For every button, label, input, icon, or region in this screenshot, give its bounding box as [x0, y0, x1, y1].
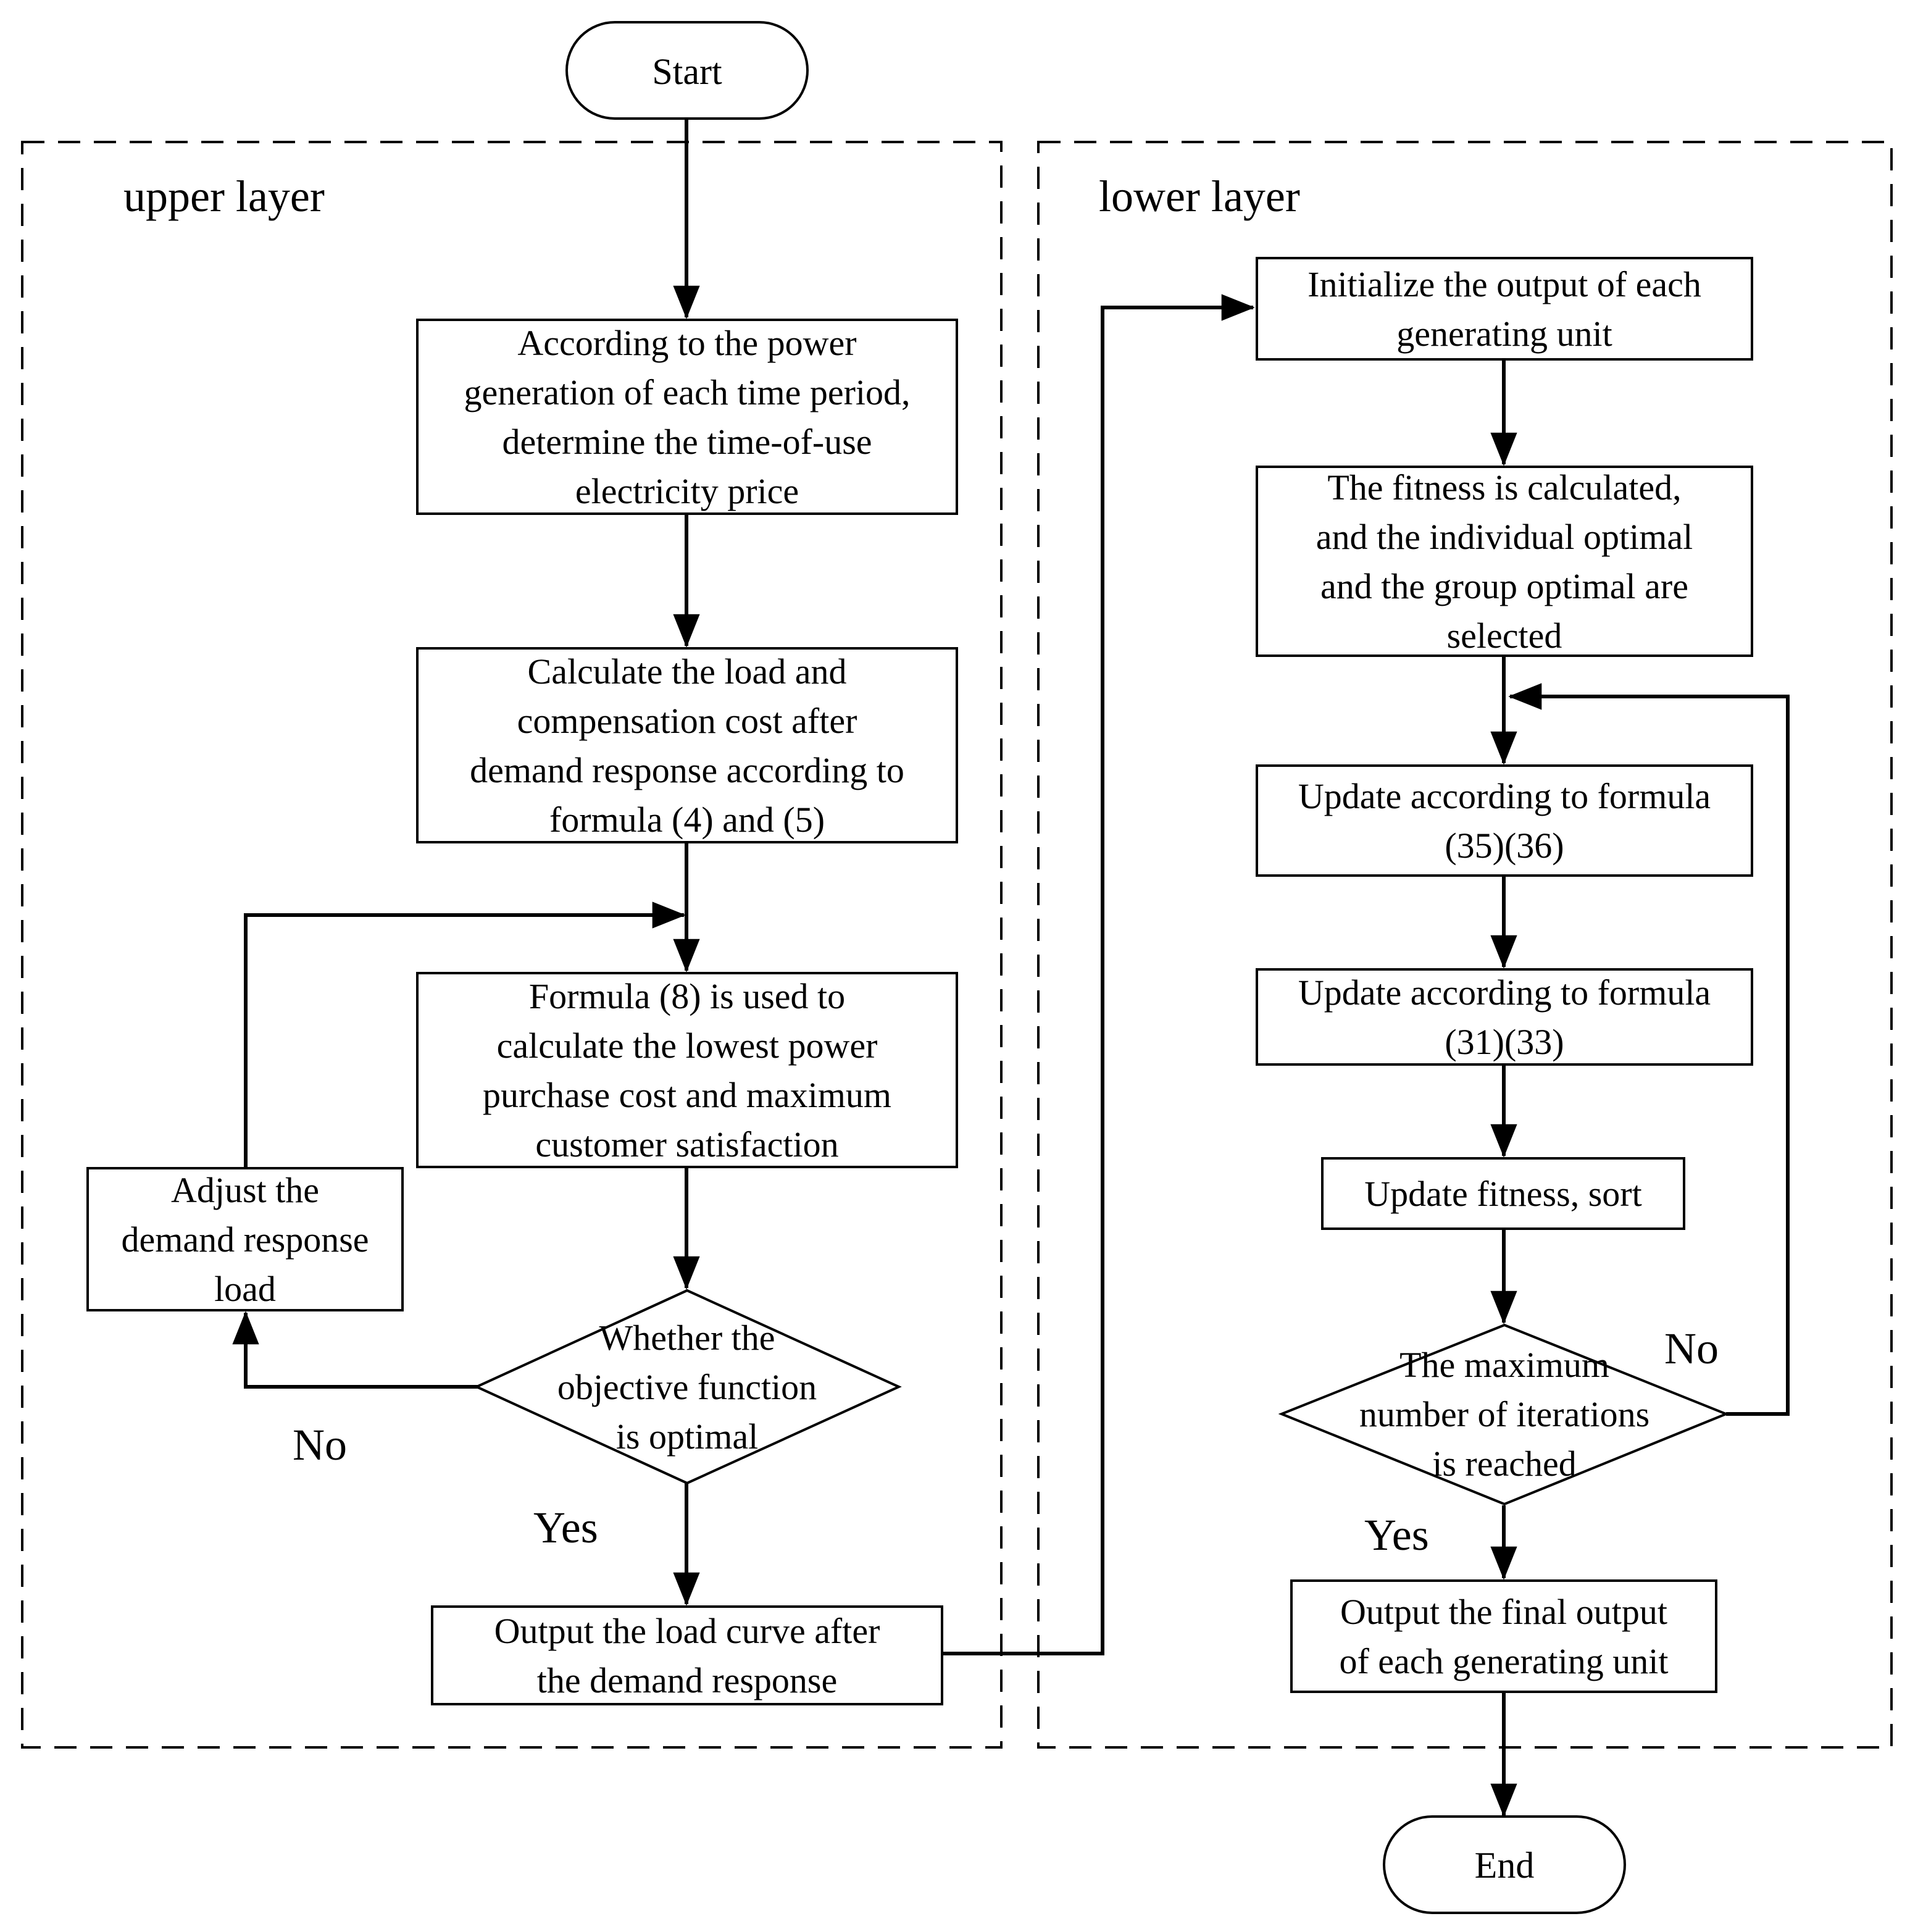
text-line: According to the power [517, 323, 856, 363]
text-line: formula (4) and (5) [549, 800, 825, 840]
lower-layer-container [1037, 141, 1893, 1749]
connectors [232, 119, 1790, 1817]
arrow-adjust-loop-back [244, 901, 686, 1167]
start-terminal: Start [565, 21, 809, 120]
text-line: Formula (8) is used to [529, 976, 845, 1016]
text-line: compensation cost after [517, 701, 857, 741]
box-output-final-output [1290, 1579, 1717, 1693]
upper-layer-title: upper layer [123, 172, 325, 221]
text-line: and the individual optimal [1316, 517, 1693, 557]
decision-max-iterations [1278, 1323, 1730, 1506]
arrow-output-to-lower-init [942, 294, 1255, 1655]
text-line: number of iterations [1359, 1394, 1649, 1434]
text-line: Update according to formula [1298, 972, 1711, 1013]
text-line: demand response [121, 1219, 369, 1260]
box-time-of-use-price [416, 319, 958, 515]
text-line: Update according to formula [1298, 776, 1711, 816]
text-line: load [214, 1269, 276, 1309]
text-line: determine the time-of-use [502, 422, 872, 462]
text-line: is reached [1432, 1444, 1576, 1484]
box-fitness-calculated-text: The fitness is calculated, and the indivi… [1316, 467, 1693, 656]
text-line: the demand response [537, 1660, 837, 1700]
text-line: Output the load curve after [494, 1611, 880, 1651]
text-line: (31)(33) [1445, 1022, 1564, 1062]
lower-yes-label: Yes [1364, 1510, 1429, 1560]
decision-max-iterations-text: The maximum number of iterations is reache… [1359, 1345, 1649, 1484]
arrow-decision-no-to-adjust [232, 1311, 478, 1389]
text-line: Update fitness, sort [1364, 1174, 1641, 1214]
start-label: Start [652, 51, 722, 92]
box-time-of-use-price-text: According to the power generation of each… [464, 323, 910, 511]
lower-layer-title: lower layer [1099, 172, 1300, 221]
text-line: and the group optimal are [1320, 566, 1688, 606]
box-lowest-cost-satisfaction-text: Formula (8) is used to calculate the lowe… [483, 976, 891, 1165]
box-output-load-curve [431, 1605, 943, 1705]
text-line: objective function [557, 1367, 817, 1407]
text-line: generating unit [1396, 314, 1612, 354]
text-line: electricity price [575, 471, 799, 511]
text-line: demand response according to [470, 750, 904, 790]
arrow-decision-no-loop-back [1508, 683, 1790, 1416]
end-label: End [1475, 1845, 1535, 1886]
box-update-fitness-sort [1321, 1157, 1685, 1230]
box-adjust-demand-response [86, 1167, 404, 1311]
box-update-formula-35-36-text: Update according to formula (35)(36) [1298, 776, 1711, 866]
upper-no-label: No [293, 1420, 347, 1470]
end-terminal: End [1383, 1815, 1626, 1914]
text-line: generation of each time period, [464, 372, 910, 412]
text-line: (35)(36) [1445, 826, 1564, 866]
text-line: Calculate the load and [528, 651, 847, 692]
decision-objective-optimal-text: Whether the objective function is optimal [557, 1318, 817, 1457]
box-adjust-demand-response-text: Adjust the demand response load [121, 1170, 369, 1309]
text-line: Output the final output [1340, 1592, 1667, 1632]
decision-objective-optimal [473, 1289, 902, 1485]
box-load-compensation-cost [416, 647, 958, 843]
lower-no-label: No [1664, 1324, 1719, 1373]
text-line: Adjust the [171, 1170, 319, 1210]
text-line: is optimal [616, 1416, 758, 1457]
box-initialize-output-text: Initialize the output of each generating … [1307, 264, 1701, 354]
text-line: The fitness is calculated, [1327, 467, 1681, 508]
box-initialize-output [1256, 257, 1753, 361]
box-output-load-curve-text: Output the load curve after the demand re… [494, 1611, 880, 1700]
box-update-formula-31-33 [1256, 968, 1753, 1066]
text-line: calculate the lowest power [497, 1026, 878, 1066]
box-fitness-calculated [1256, 466, 1753, 657]
box-update-formula-31-33-text: Update according to formula (31)(33) [1298, 972, 1711, 1062]
box-update-formula-35-36 [1256, 764, 1753, 877]
upper-yes-label: Yes [533, 1503, 598, 1552]
text-line: purchase cost and maximum [483, 1075, 891, 1115]
box-update-fitness-sort-text: Update fitness, sort [1364, 1174, 1641, 1214]
box-load-compensation-cost-text: Calculate the load and compensation cost … [470, 651, 904, 840]
text-line: of each generating unit [1339, 1641, 1668, 1681]
text-line: Whether the [599, 1318, 775, 1358]
box-output-final-output-text: Output the final output of each generatin… [1339, 1592, 1668, 1681]
text-line: selected [1447, 616, 1562, 656]
box-lowest-cost-satisfaction [416, 972, 958, 1168]
text-line: customer satisfaction [535, 1124, 838, 1165]
text-line: Initialize the output of each [1307, 264, 1701, 304]
text-line: The maximum [1399, 1345, 1609, 1385]
